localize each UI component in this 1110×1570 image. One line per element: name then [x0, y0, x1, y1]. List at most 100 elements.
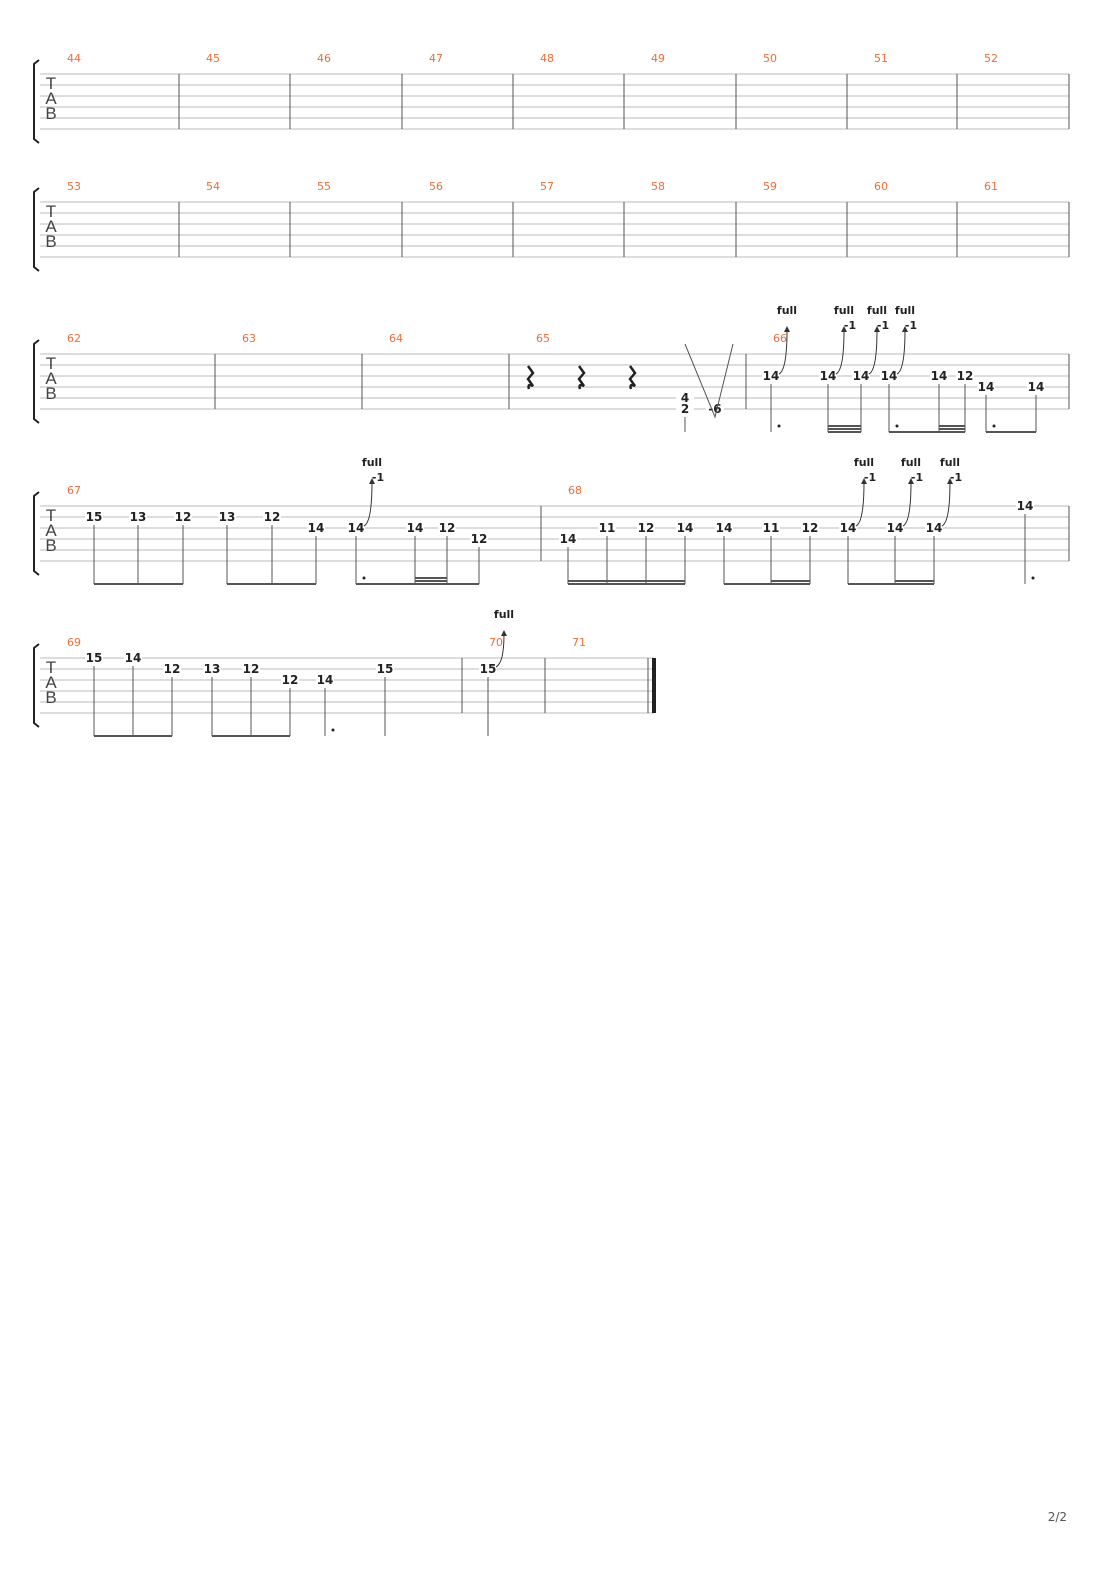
tab-note: 2	[676, 402, 694, 432]
bend-release-label: -1	[877, 319, 889, 332]
fret-number: 14	[560, 532, 577, 546]
bend-arrow	[874, 326, 880, 332]
fret-number: 15	[377, 662, 394, 676]
bend-label: full	[901, 456, 921, 469]
bend-arrow	[501, 630, 507, 636]
fret-number: 12	[802, 521, 819, 535]
bend-arrow	[784, 326, 790, 332]
fret-number: 14	[887, 521, 904, 535]
measure-number: 47	[429, 52, 443, 65]
tab-note: 15	[376, 662, 394, 736]
tab-clef-letter: A	[45, 89, 57, 108]
fret-number: 13	[219, 510, 236, 524]
page-number: 2/2	[1047, 1510, 1067, 1524]
fret-number: 12	[243, 662, 260, 676]
fret-number: 14	[978, 380, 995, 394]
measure-number: 65	[536, 332, 550, 345]
tab-clef-letter: T	[46, 658, 56, 677]
fret-number: 15	[86, 510, 103, 524]
rhythm-dot	[777, 424, 781, 428]
fret-number: 12	[471, 532, 488, 546]
measure-number: 49	[651, 52, 665, 65]
tab-note: 14	[124, 651, 142, 736]
tab-note: 14	[1016, 499, 1034, 584]
measure-number: 66	[773, 332, 787, 345]
measure-number: 52	[984, 52, 998, 65]
fret-number: 12	[638, 521, 655, 535]
fret-number: -6	[708, 402, 721, 416]
fret-number: 2	[681, 402, 689, 416]
bend-label: full	[867, 304, 887, 317]
fret-number: 11	[763, 521, 780, 535]
tab-note: 12	[956, 369, 974, 432]
tab-clef-letter: B	[45, 104, 56, 123]
fret-number: 12	[957, 369, 974, 383]
tab-note: 15	[85, 510, 103, 584]
fret-number: 14	[931, 369, 948, 383]
quarter-rest	[628, 365, 637, 390]
measure-number: 48	[540, 52, 554, 65]
fret-number: 12	[164, 662, 181, 676]
measure-number: 57	[540, 180, 554, 193]
tab-clef-letter: T	[46, 74, 56, 93]
measure-number: 70	[489, 636, 503, 649]
tab-note: 13	[203, 662, 221, 736]
bend-arrow	[841, 326, 847, 332]
bend-curve	[868, 329, 878, 375]
fret-number: 14	[125, 651, 142, 665]
tab-clef-letter: B	[45, 232, 56, 251]
bend-release-label: -1	[864, 471, 876, 484]
measure-number: 64	[389, 332, 403, 345]
tab-note: 12	[637, 521, 655, 584]
tab-note: 14	[559, 532, 577, 584]
bend-curve	[363, 481, 373, 527]
tab-note: 11	[598, 521, 616, 584]
bend-arrow	[902, 326, 908, 332]
tab-note: 14	[406, 521, 424, 584]
rhythm-dot	[992, 424, 996, 428]
tab-clef-letter: A	[45, 673, 57, 692]
tab-clef-letter: T	[46, 506, 56, 525]
tab-note: 13	[218, 510, 236, 584]
bend-label: full	[362, 456, 382, 469]
measure-number: 71	[572, 636, 586, 649]
bend-arrow	[369, 478, 375, 484]
measure-number: 54	[206, 180, 220, 193]
bend-release-label: -1	[372, 471, 384, 484]
bend-curve	[835, 329, 845, 375]
fret-number: 14	[820, 369, 837, 383]
fret-number: 14	[1028, 380, 1045, 394]
measure-number: 50	[763, 52, 777, 65]
tab-note: 12	[163, 662, 181, 736]
bend-label: full	[940, 456, 960, 469]
fret-number: 11	[599, 521, 616, 535]
tab-note: 14	[1027, 380, 1045, 432]
bend-arrow	[861, 478, 867, 484]
fret-number: 4	[681, 391, 689, 405]
measure-number: 69	[67, 636, 81, 649]
tab-note: 4	[676, 391, 694, 405]
fret-number: 12	[439, 521, 456, 535]
measure-number: 46	[317, 52, 331, 65]
fret-number: 14	[677, 521, 694, 535]
tab-note: 11	[762, 521, 780, 584]
quarter-rest	[526, 365, 535, 390]
bend-label: full	[854, 456, 874, 469]
bend-curve	[778, 329, 788, 375]
measure-number: 59	[763, 180, 777, 193]
tab-note: 12	[242, 662, 260, 736]
tab-note: 12	[281, 673, 299, 736]
rhythm-dot	[331, 728, 335, 732]
fret-number: 14	[308, 521, 325, 535]
tab-note: 14	[676, 521, 694, 584]
